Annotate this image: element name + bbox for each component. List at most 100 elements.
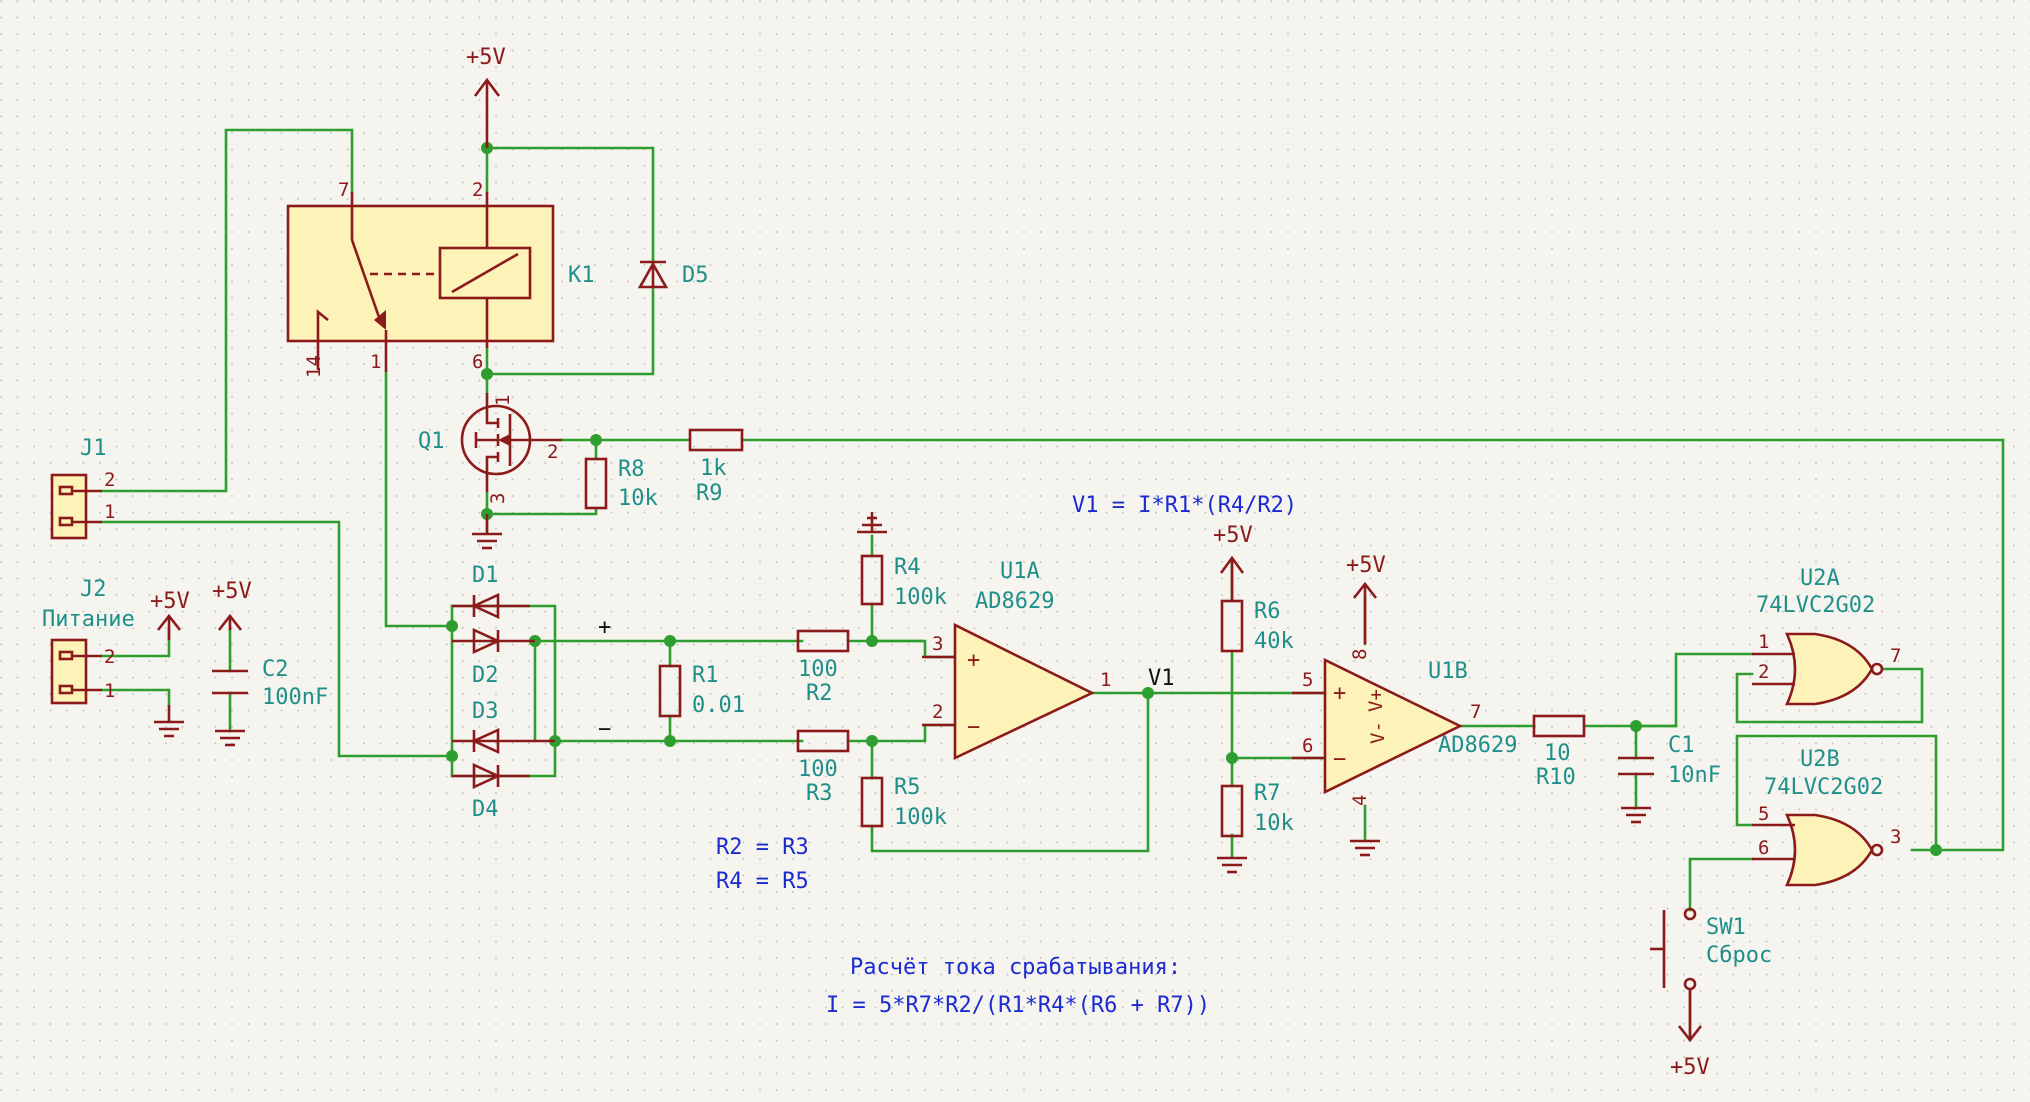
svg-text:J1: J1 (80, 436, 107, 461)
svg-text:Питание: Питание (42, 607, 135, 632)
diode-d2[interactable]: D2 (452, 627, 535, 688)
svg-text:AD8629: AD8629 (975, 589, 1054, 614)
svg-text:100k: 100k (894, 805, 947, 830)
svg-text:+5V: +5V (212, 579, 252, 604)
opamp-u1a[interactable]: + − 3 2 1 U1A AD8629 (922, 559, 1111, 761)
diode-d4[interactable]: D4 (452, 762, 530, 822)
diode-d1[interactable]: D1 (452, 563, 530, 620)
diode-d5[interactable]: D5 (637, 260, 709, 289)
svg-text:R7: R7 (1254, 781, 1281, 806)
svg-text:K1: K1 (568, 263, 595, 288)
svg-text:R5: R5 (894, 775, 921, 800)
svg-text:10nF: 10nF (1668, 763, 1721, 788)
svg-text:7: 7 (1890, 645, 1901, 667)
svg-text:74LVC2G02: 74LVC2G02 (1756, 593, 1875, 618)
annotations: V1 = I*R1*(R4/R2) R2 = R3 R4 = R5 Расчёт… (716, 493, 1297, 1018)
svg-text:100nF: 100nF (262, 685, 328, 710)
svg-text:1: 1 (1100, 669, 1111, 691)
svg-text:D5: D5 (682, 263, 709, 288)
net-label-minus: − (598, 717, 611, 742)
mosfet-q1[interactable]: 1 2 3 Q1 (418, 393, 562, 504)
svg-text:Сброс: Сброс (1706, 943, 1772, 968)
note-calc-formula: I = 5*R7*R2/(R1*R4*(R6 + R7)) (826, 993, 1210, 1018)
svg-text:R6: R6 (1254, 599, 1281, 624)
svg-text:3: 3 (932, 633, 943, 655)
resistor-r5[interactable]: R5 100k (860, 775, 947, 830)
ground-q1 (472, 514, 502, 550)
svg-text:D1: D1 (472, 563, 499, 588)
svg-text:4: 4 (1349, 795, 1371, 806)
svg-text:R4: R4 (894, 555, 921, 580)
svg-text:100k: 100k (894, 585, 947, 610)
svg-text:2: 2 (1758, 661, 1769, 683)
svg-text:10k: 10k (1254, 811, 1294, 836)
svg-text:+5V: +5V (1346, 553, 1386, 578)
svg-text:1: 1 (370, 351, 381, 373)
resistor-r2[interactable]: 100 R2 (796, 629, 850, 706)
svg-text:2: 2 (547, 441, 558, 463)
svg-text:1k: 1k (700, 456, 727, 481)
nor-gate-u2b[interactable]: 5 6 3 U2B 74LVC2G02 (1752, 747, 1901, 887)
svg-text:5: 5 (1302, 669, 1313, 691)
svg-text:3: 3 (1890, 826, 1901, 848)
resistor-r7[interactable]: R7 10k (1217, 781, 1294, 874)
svg-text:R9: R9 (696, 481, 723, 506)
note-r2-eq: R2 = R3 (716, 835, 809, 860)
resistor-r3[interactable]: 100 R3 (796, 729, 850, 806)
svg-text:2: 2 (104, 469, 115, 491)
switch-sw1[interactable]: SW1 Сброс +5V (1650, 907, 1772, 1080)
svg-text:U1B: U1B (1428, 659, 1468, 684)
resistor-r4[interactable]: R4 100k (857, 512, 947, 610)
diode-d3[interactable]: D3 (452, 699, 555, 755)
svg-text:U2A: U2A (1800, 566, 1840, 591)
svg-text:10k: 10k (618, 486, 658, 511)
relay-k1[interactable]: 7 2 14 1 6 K1 (286, 179, 595, 378)
svg-text:R1: R1 (692, 663, 719, 688)
svg-text:V+: V+ (1365, 689, 1387, 712)
svg-text:8: 8 (1349, 649, 1371, 660)
svg-text:C2: C2 (262, 657, 289, 682)
svg-text:U2B: U2B (1800, 747, 1840, 772)
svg-text:1: 1 (104, 680, 115, 702)
svg-text:+5V: +5V (150, 589, 190, 614)
svg-text:D2: D2 (472, 663, 499, 688)
svg-text:10: 10 (1544, 741, 1571, 766)
svg-text:R3: R3 (806, 781, 833, 806)
resistor-r6[interactable]: +5V R6 40k (1213, 523, 1294, 654)
resistor-r10[interactable]: 10 R10 (1532, 714, 1586, 790)
svg-text:7: 7 (1470, 701, 1481, 723)
power-5v-j2: +5V (150, 589, 190, 640)
resistor-r8[interactable]: R8 10k (584, 457, 658, 511)
note-calc-title: Расчёт тока срабатывания: (850, 955, 1181, 980)
capacitor-c2[interactable]: +5V C2 100nF (212, 579, 328, 747)
svg-text:0.01: 0.01 (692, 693, 745, 718)
nor-gate-u2a[interactable]: 1 2 7 U2A 74LVC2G02 (1752, 566, 1901, 706)
svg-text:1: 1 (492, 395, 514, 406)
ground-j2 (154, 705, 184, 738)
svg-text:+5V: +5V (466, 45, 506, 70)
svg-text:2: 2 (472, 179, 483, 201)
connector-j1[interactable]: 2 1 J1 (50, 436, 115, 540)
svg-text:+5V: +5V (1213, 523, 1253, 548)
svg-text:U1A: U1A (1000, 559, 1040, 584)
svg-text:100: 100 (798, 657, 838, 682)
capacitor-c1[interactable]: C1 10nF (1618, 733, 1721, 824)
svg-text:R2: R2 (806, 681, 833, 706)
note-v1-formula: V1 = I*R1*(R4/R2) (1072, 493, 1297, 518)
svg-text:1: 1 (104, 501, 115, 523)
opamp-u1b[interactable]: +5V + − V+ V- 5 6 7 8 4 U1B AD8629 (1292, 553, 1517, 857)
net-label-plus: + (598, 615, 611, 640)
svg-text:6: 6 (1758, 837, 1769, 859)
svg-text:6: 6 (1302, 735, 1313, 757)
u1b-minus-sign: − (1333, 747, 1346, 772)
u1b-plus-sign: + (1333, 681, 1346, 706)
u1a-minus-sign: − (967, 715, 980, 740)
svg-text:1: 1 (1758, 631, 1769, 653)
svg-text:74LVC2G02: 74LVC2G02 (1764, 775, 1883, 800)
svg-text:AD8629: AD8629 (1438, 733, 1517, 758)
net-label-v1: V1 (1148, 666, 1175, 691)
resistor-r9[interactable]: 1k R9 (688, 428, 744, 506)
resistor-r1[interactable]: R1 0.01 (658, 663, 745, 718)
connector-j2[interactable]: 2 1 J2 Питание (42, 577, 135, 705)
